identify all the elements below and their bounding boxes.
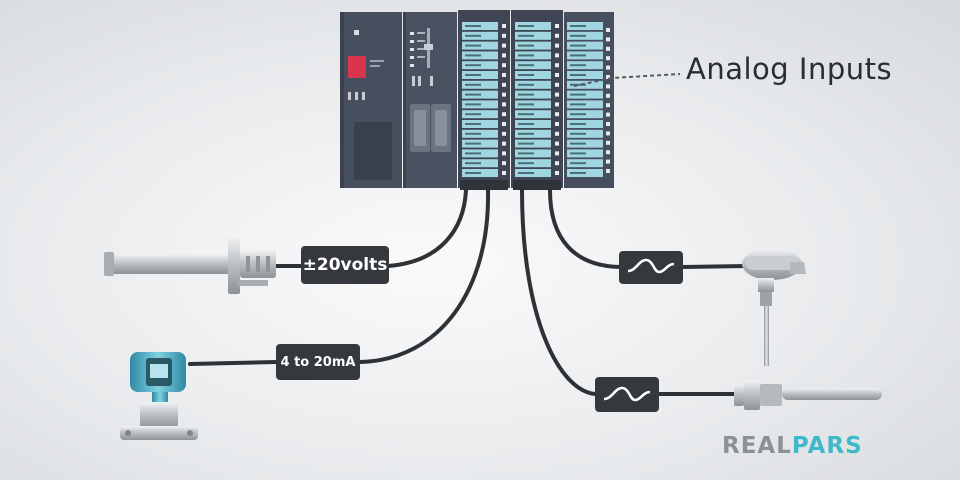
brand-logo: REALPARS bbox=[722, 433, 863, 459]
channel-led-icon bbox=[555, 43, 559, 48]
callout-leader-line bbox=[573, 73, 681, 87]
channel-led-icon bbox=[502, 92, 506, 97]
channel-led-icon bbox=[502, 122, 506, 126]
channel-led-icon bbox=[555, 33, 559, 38]
sine-wave-icon bbox=[627, 258, 675, 274]
channel-led-icon bbox=[606, 84, 610, 89]
channel-led-icon bbox=[606, 169, 610, 173]
channel-led-icon bbox=[502, 171, 506, 175]
channel-led-icon bbox=[606, 56, 610, 61]
thermocouple-head-icon bbox=[742, 248, 806, 366]
channel-led-icon bbox=[606, 28, 610, 32]
cable-voltage bbox=[386, 188, 468, 268]
channel-led-icon bbox=[555, 63, 559, 68]
channel-led-icon bbox=[502, 24, 506, 28]
channel-led-icon bbox=[555, 82, 559, 87]
channel-led-icon bbox=[502, 33, 506, 38]
channel-led-icon bbox=[606, 65, 610, 70]
channel-led-icon bbox=[555, 131, 559, 136]
io-channel-leds bbox=[502, 24, 610, 175]
channel-led-icon bbox=[606, 93, 610, 98]
channel-led-icon bbox=[555, 53, 559, 58]
channel-led-icon bbox=[555, 112, 559, 117]
cable-rtd bbox=[520, 188, 598, 396]
power-switch[interactable] bbox=[348, 56, 366, 78]
cable-thermocouple bbox=[548, 188, 622, 269]
channel-led-icon bbox=[502, 53, 506, 58]
channel-led-icon bbox=[606, 159, 610, 164]
channel-led-icon bbox=[606, 140, 610, 145]
voltage-signal-label: ±20volts bbox=[301, 246, 389, 284]
channel-led-icon bbox=[502, 73, 506, 77]
channel-led-icon bbox=[606, 75, 610, 79]
channel-led-icon bbox=[502, 43, 506, 48]
cable-current bbox=[358, 188, 491, 364]
channel-led-icon bbox=[502, 141, 506, 146]
cpu-status-leds bbox=[410, 32, 414, 67]
cpu-module bbox=[403, 12, 457, 188]
channel-led-icon bbox=[606, 122, 610, 126]
channel-led-icon bbox=[606, 46, 610, 51]
power-supply-module bbox=[340, 12, 402, 188]
channel-led-icon bbox=[502, 131, 506, 136]
channel-led-icon bbox=[606, 150, 610, 155]
channel-led-icon bbox=[606, 131, 610, 136]
channel-led-icon bbox=[606, 103, 610, 108]
channel-led-icon bbox=[555, 161, 559, 166]
mode-key-switch[interactable] bbox=[424, 44, 433, 50]
current-signal-label: 4 to 20mA bbox=[276, 344, 360, 380]
channel-led-icon bbox=[555, 102, 559, 107]
brand-logo-part1: REAL bbox=[722, 433, 792, 459]
channel-led-icon bbox=[555, 24, 559, 28]
signal-cables bbox=[188, 188, 750, 396]
rtd-probe-icon bbox=[734, 380, 882, 410]
io-terminal-labels bbox=[462, 22, 603, 177]
channel-led-icon bbox=[502, 63, 506, 68]
channel-led-icon bbox=[555, 151, 559, 156]
signal-conditioner-bottom bbox=[595, 377, 659, 412]
dsub-port[interactable] bbox=[410, 104, 451, 152]
plc-rack bbox=[340, 10, 614, 190]
channel-led-icon bbox=[606, 37, 610, 42]
analog-inputs-callout: Analog Inputs bbox=[686, 52, 893, 86]
channel-led-icon bbox=[606, 112, 610, 117]
channel-led-icon bbox=[502, 161, 506, 166]
power-indicator-icon bbox=[354, 30, 359, 35]
channel-led-icon bbox=[555, 171, 559, 175]
signal-conditioner-top bbox=[619, 251, 683, 284]
probe-sensor-icon bbox=[104, 236, 276, 294]
pressure-transmitter-icon bbox=[120, 352, 198, 440]
channel-led-icon bbox=[555, 92, 559, 97]
channel-led-icon bbox=[502, 112, 506, 117]
channel-led-icon bbox=[555, 141, 559, 146]
channel-led-icon bbox=[502, 102, 506, 107]
brand-logo-part2: PARS bbox=[791, 433, 863, 459]
channel-led-icon bbox=[502, 151, 506, 156]
channel-led-icon bbox=[555, 122, 559, 126]
sine-wave-icon bbox=[603, 386, 651, 402]
channel-led-icon bbox=[502, 82, 506, 87]
channel-led-icon bbox=[555, 73, 559, 77]
